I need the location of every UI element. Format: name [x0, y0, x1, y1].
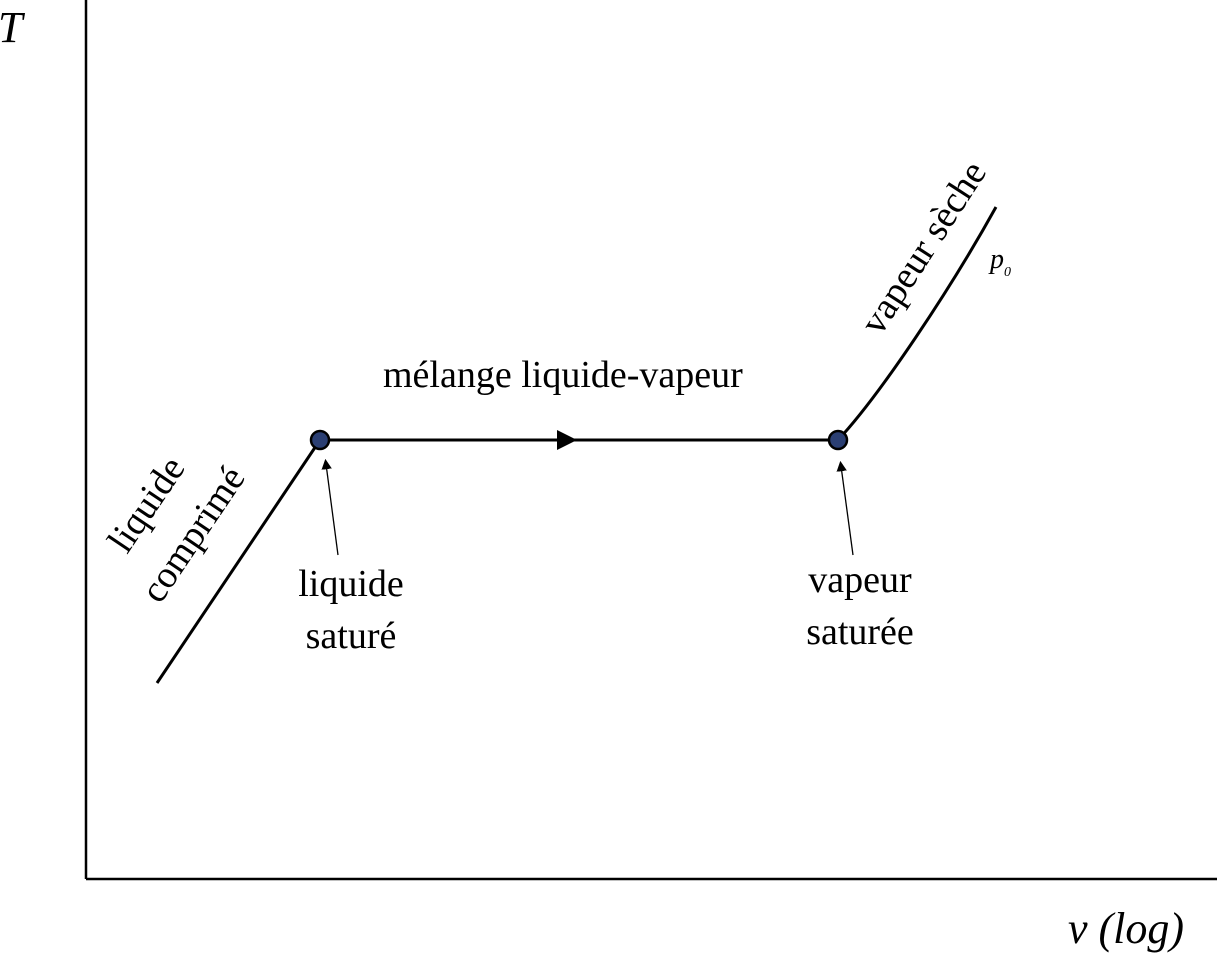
saturated-liquid-label-line1: liquide: [298, 563, 404, 605]
saturated-vapor-label-line1: vapeur: [808, 559, 912, 601]
x-axis-label: v (log): [1068, 904, 1184, 953]
isobar-label: p0: [988, 244, 1011, 280]
saturated-vapor-label-line2: saturée: [806, 611, 914, 653]
superheated-vapor-segment: [836, 206, 998, 442]
saturated-liquid-pointer: [321, 458, 339, 556]
isobar-label-subscript: 0: [1004, 265, 1011, 280]
y-axis-label: T: [0, 3, 26, 52]
saturated-vapor-point: [827, 429, 849, 451]
compressed-liquid-segment: [155, 439, 322, 684]
direction-arrow-icon: [557, 430, 577, 450]
isobar-label-p: p: [988, 244, 1004, 275]
saturated-liquid-point: [309, 429, 331, 451]
mixture-label: mélange liquide-vapeur: [383, 354, 743, 396]
saturated-vapor-pointer: [836, 460, 854, 556]
saturated-liquid-label-line2: saturé: [306, 615, 397, 657]
